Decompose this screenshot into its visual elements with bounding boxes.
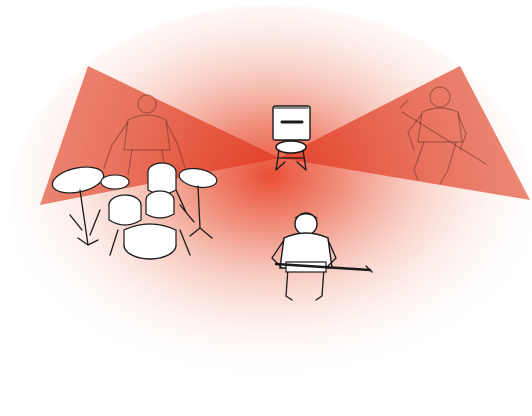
stage-area	[10, 5, 532, 405]
